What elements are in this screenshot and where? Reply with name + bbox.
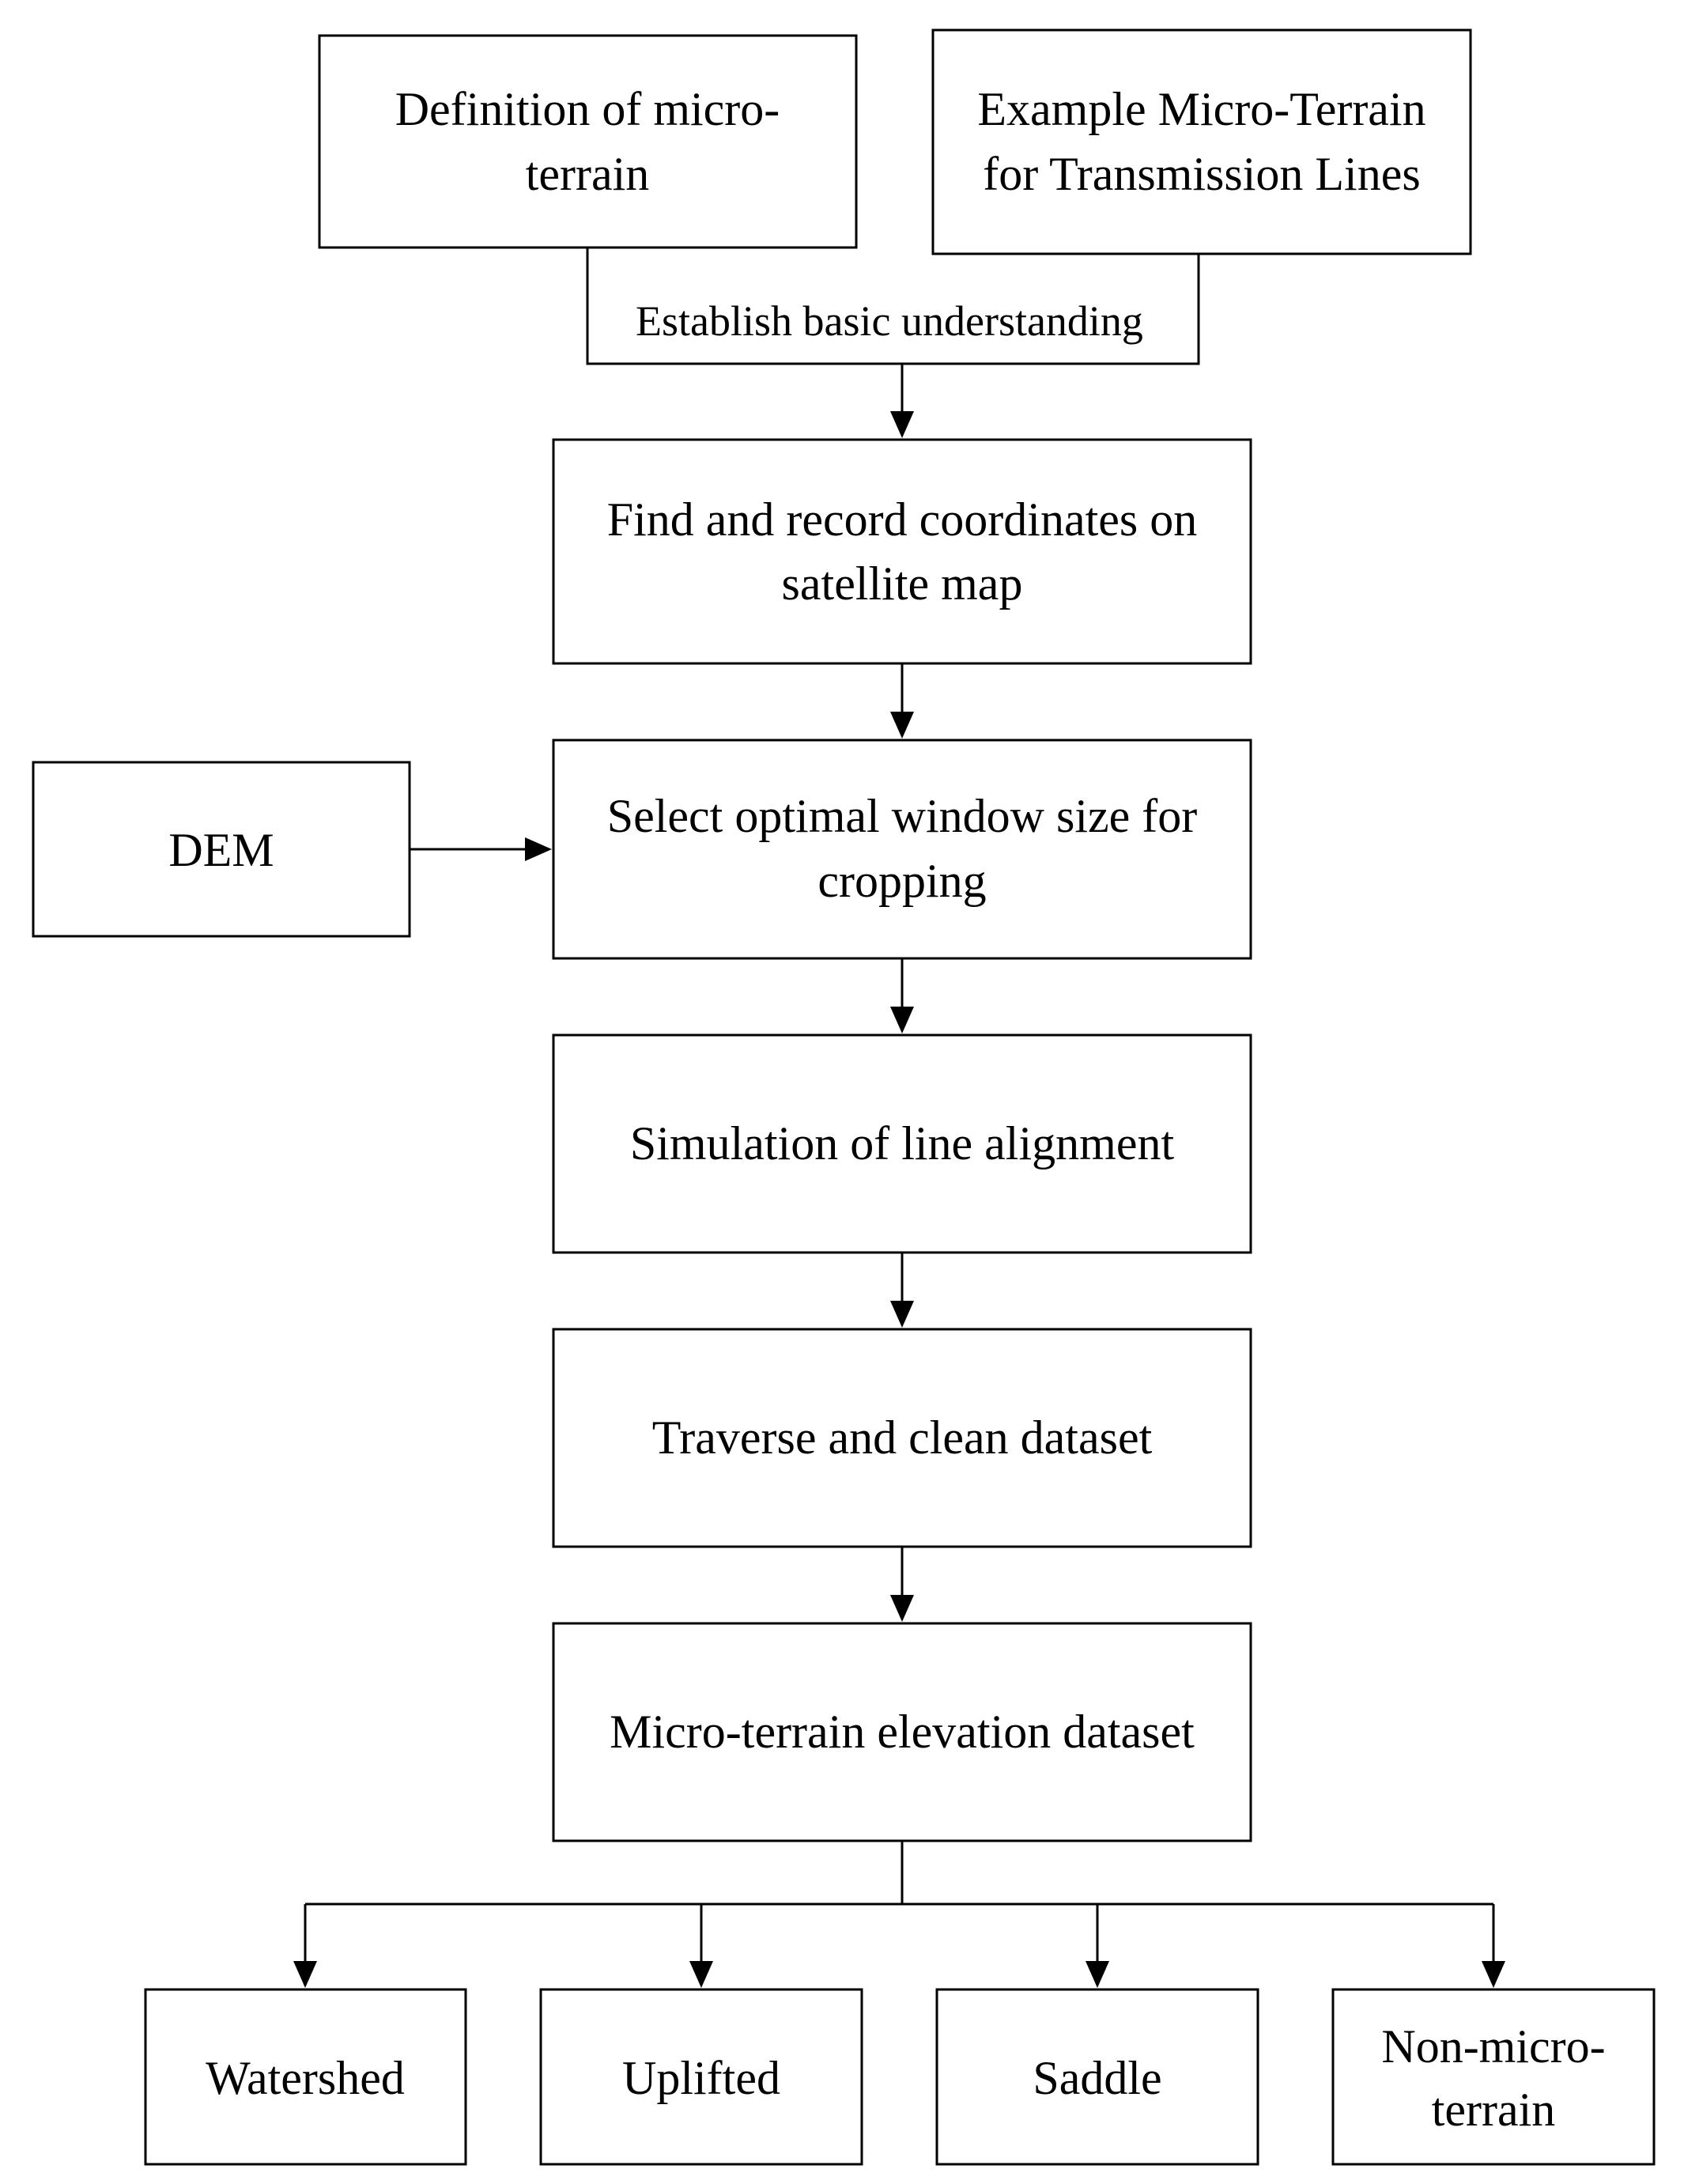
node-simulation-label: Simulation of line alignment (630, 1117, 1175, 1169)
node-dataset: Micro-terrain elevation dataset (552, 1622, 1252, 1842)
arrowhead-select (890, 712, 914, 739)
node-dem: DEM (32, 761, 411, 938)
arrowhead-uplifted (689, 1961, 713, 1988)
node-non-micro-terrain: Non-micro- terrain (1331, 1988, 1656, 2166)
arrowhead-traverse (890, 1301, 914, 1328)
arrowhead-watershed (293, 1961, 317, 1988)
node-non-micro-line-2: terrain (1432, 2084, 1556, 2136)
node-traverse-label: Traverse and clean dataset (652, 1411, 1153, 1464)
node-saddle: Saddle (935, 1988, 1259, 2166)
node-example-line-2: for Transmission Lines (983, 148, 1420, 200)
node-find-line-1: Find and record coordinates on (607, 493, 1197, 546)
node-definition-line-2: terrain (526, 148, 650, 200)
node-uplifted: Uplifted (539, 1988, 863, 2166)
arrowhead-simulation (890, 1007, 914, 1033)
node-find: Find and record coordinates on satellite… (552, 438, 1252, 665)
node-watershed-label: Watershed (206, 2052, 405, 2104)
node-definition-line-1: Definition of micro- (395, 83, 780, 135)
node-dataset-label: Micro-terrain elevation dataset (610, 1706, 1195, 1758)
node-find-line-2: satellite map (782, 557, 1023, 610)
connectors (293, 247, 1505, 1988)
node-simulation: Simulation of line alignment (552, 1033, 1252, 1254)
arrowhead-dataset (890, 1595, 914, 1622)
node-select-line-1: Select optimal window size for (607, 790, 1198, 842)
label-establish: Establish basic understanding (636, 297, 1143, 345)
node-definition: Definition of micro- terrain (318, 34, 858, 249)
node-example-line-1: Example Micro-Terrain (977, 83, 1425, 135)
node-select: Select optimal window size for cropping (552, 739, 1252, 960)
arrowhead-saddle (1086, 1961, 1109, 1988)
node-select-line-2: cropping (817, 855, 986, 907)
arrowhead-non-micro (1482, 1961, 1505, 1988)
node-traverse: Traverse and clean dataset (552, 1328, 1252, 1548)
label-establish-text: Establish basic understanding (636, 297, 1143, 345)
node-example: Example Micro-Terrain for Transmission L… (931, 28, 1472, 255)
arrowhead-find (890, 411, 914, 438)
arrowhead-dem (525, 837, 552, 861)
node-saddle-label: Saddle (1033, 2052, 1161, 2104)
connector-definition-to-bracket (586, 247, 1200, 365)
node-uplifted-label: Uplifted (622, 2052, 780, 2104)
node-watershed: Watershed (144, 1988, 467, 2166)
node-dem-label: DEM (168, 824, 274, 876)
node-non-micro-line-1: Non-micro- (1381, 2020, 1605, 2073)
